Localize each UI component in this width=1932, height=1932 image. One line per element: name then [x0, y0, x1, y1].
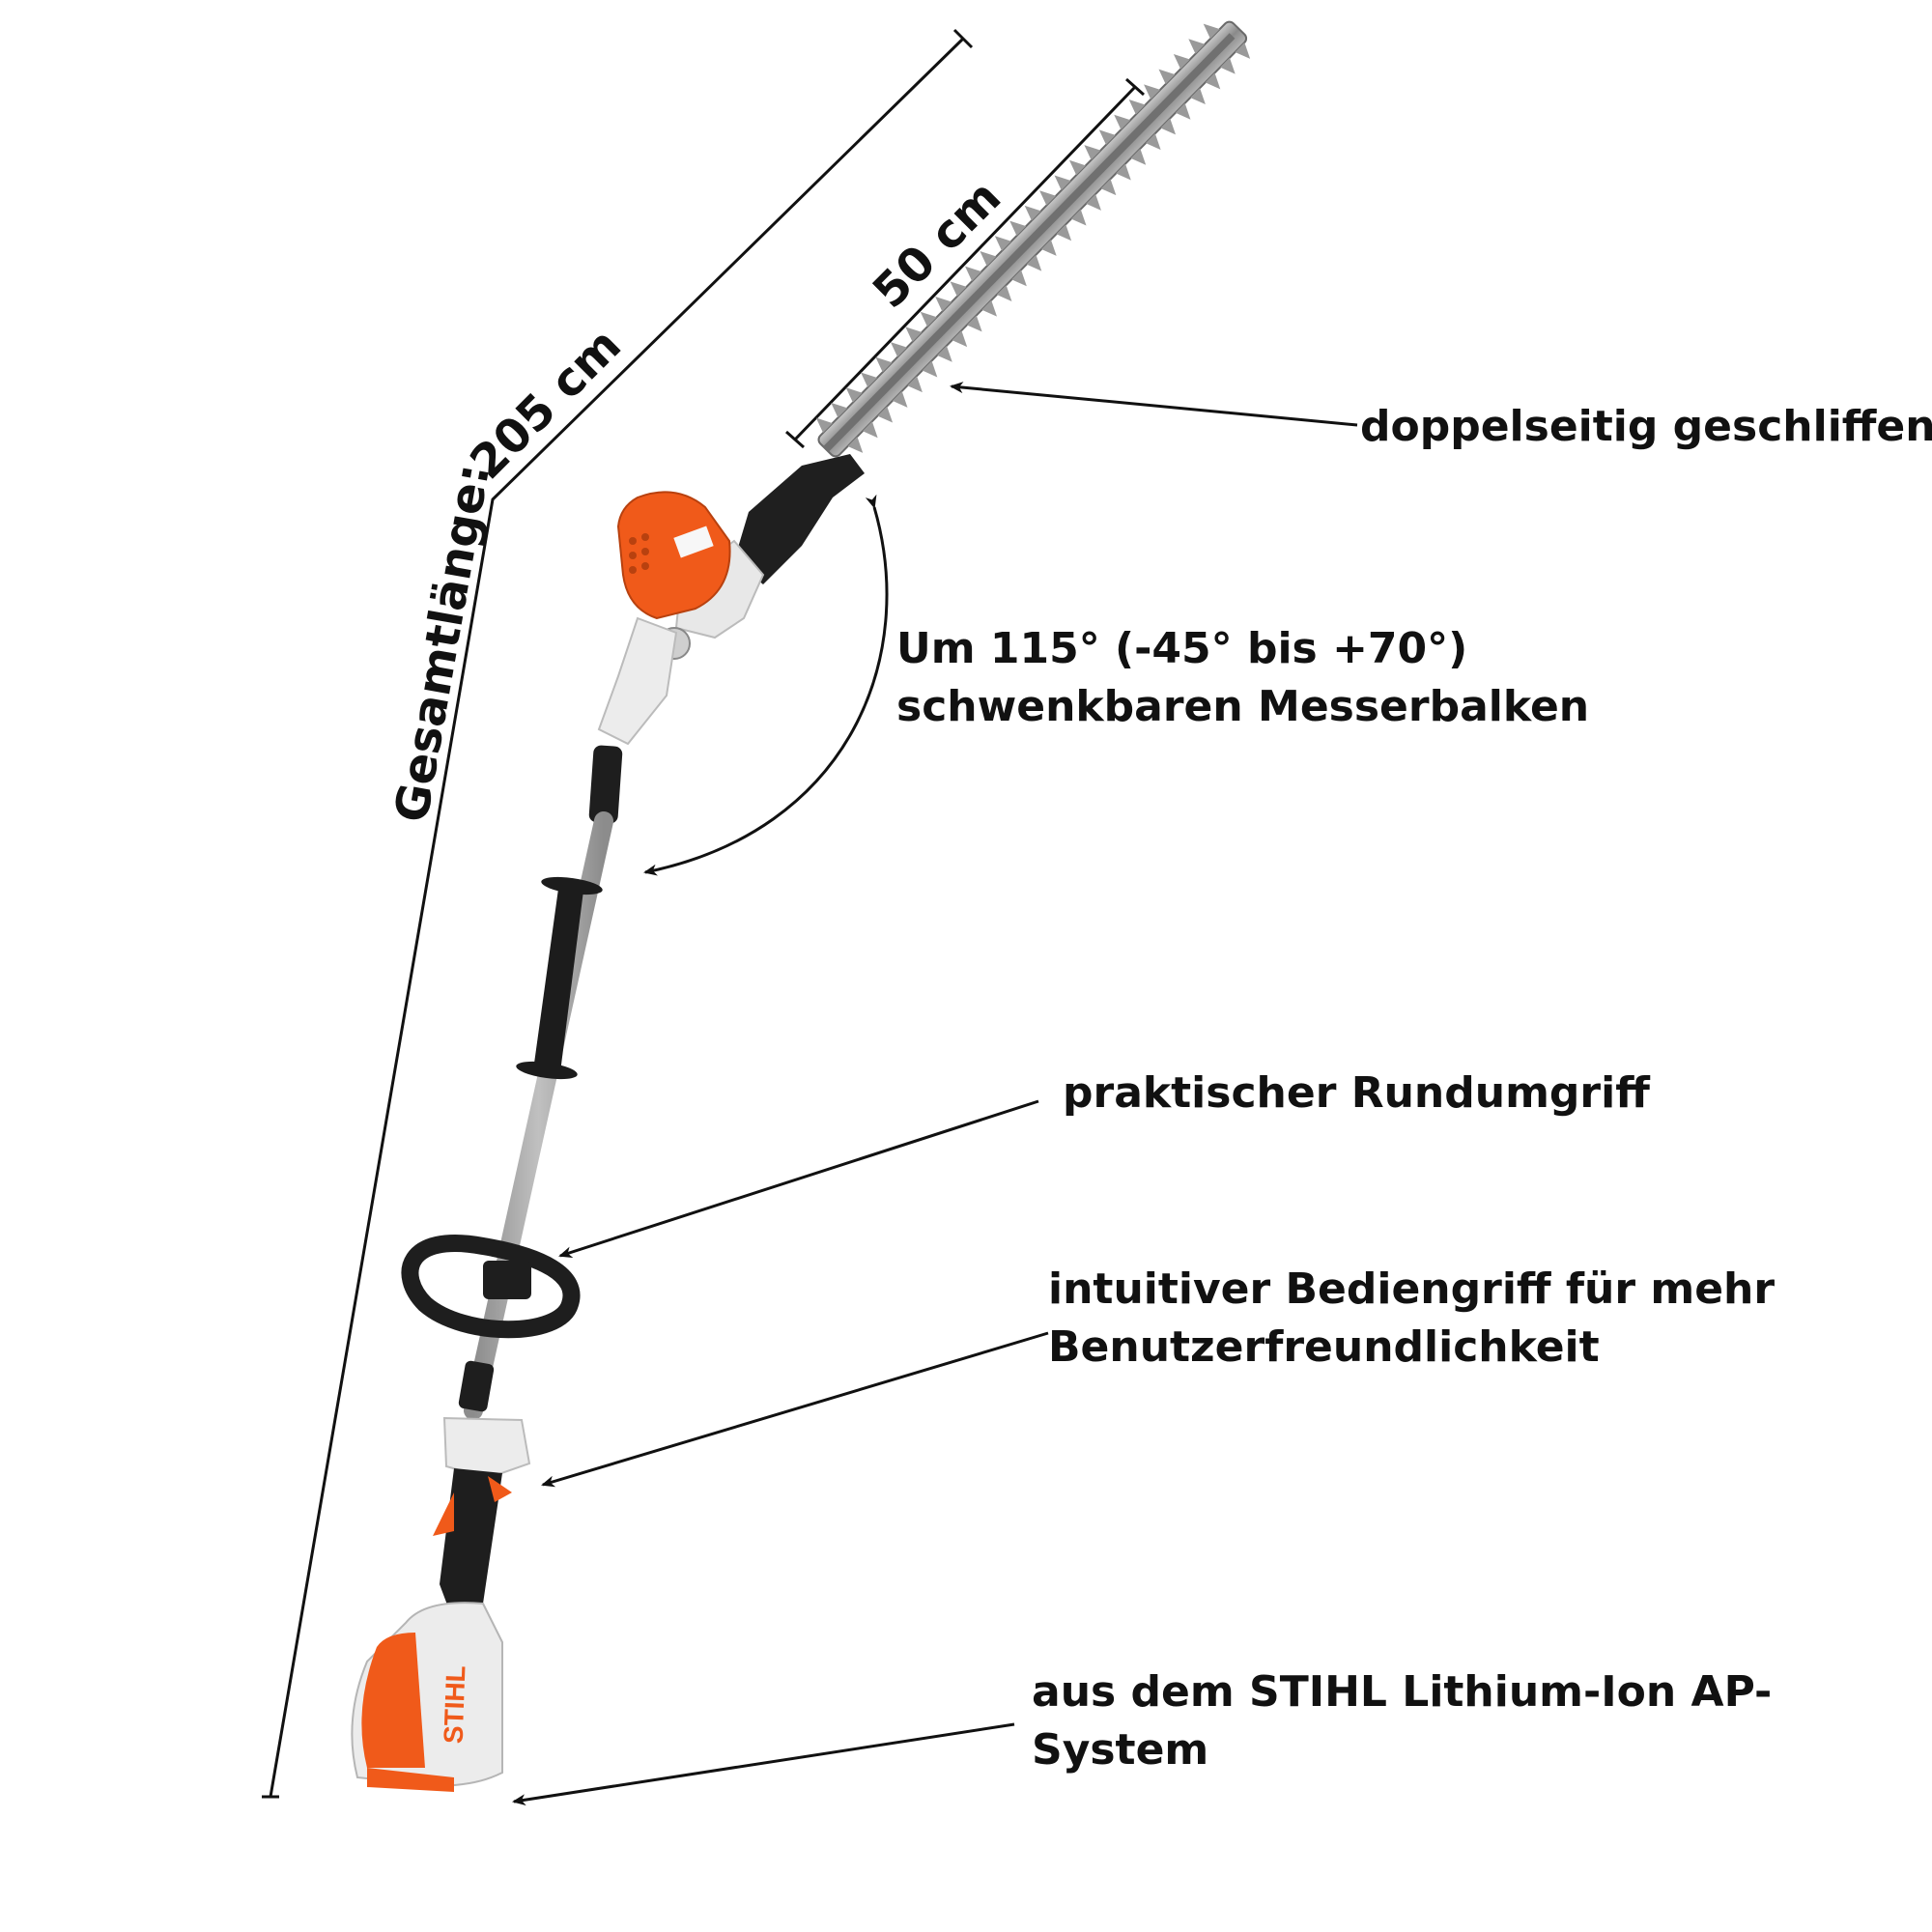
blade-callout-leader [950, 382, 1358, 427]
gear-head-handle [734, 454, 865, 584]
cutter-bar [815, 20, 1251, 458]
throttle-trigger [433, 1492, 454, 1536]
foam-grip [533, 889, 583, 1072]
pivot-bracket [597, 616, 678, 746]
motor-label [673, 526, 714, 558]
shaft [464, 811, 613, 1420]
motor-vents [629, 533, 649, 574]
control-handle-grip [440, 1468, 502, 1623]
pivot-callout-line2: schwenkbaren Messerbalken [896, 682, 1590, 731]
control-callout-leader [541, 1331, 1049, 1488]
pivot-angle-arc [643, 494, 889, 876]
lower-coupler [458, 1360, 495, 1412]
loop-handle [401, 1235, 581, 1339]
motor-head [616, 491, 731, 620]
blade-length-dimension-line [785, 77, 1145, 449]
control-callout-line2: Benutzerfreundlichkeit [1048, 1322, 1600, 1372]
upper-coupler [588, 745, 623, 824]
hedge-trimmer-illustration: STIHL [351, 20, 1251, 1792]
battery-callout-leader [512, 1722, 1015, 1806]
total-length-dimension-line [262, 28, 974, 1799]
battery-housing: STIHL [351, 1602, 503, 1792]
battery-callout-line2: System [1032, 1725, 1209, 1775]
battery-callout-line1: aus dem STIHL Lithium-Ion AP- [1032, 1667, 1773, 1717]
control-callout-line1: intuitiver Bediengriff für mehr [1048, 1264, 1776, 1314]
pivot-callout-line1: Um 115° (-45° bis +70°) [896, 624, 1468, 673]
brand-mark: STIHL [439, 1665, 471, 1745]
grip-callout: praktischer Rundumgriff [1063, 1068, 1650, 1118]
blade-callout: doppelseitig geschliffen [1360, 402, 1932, 451]
control-handle-housing [442, 1416, 531, 1480]
lockout-lever [488, 1476, 512, 1502]
grip-callout-leader [558, 1099, 1039, 1259]
